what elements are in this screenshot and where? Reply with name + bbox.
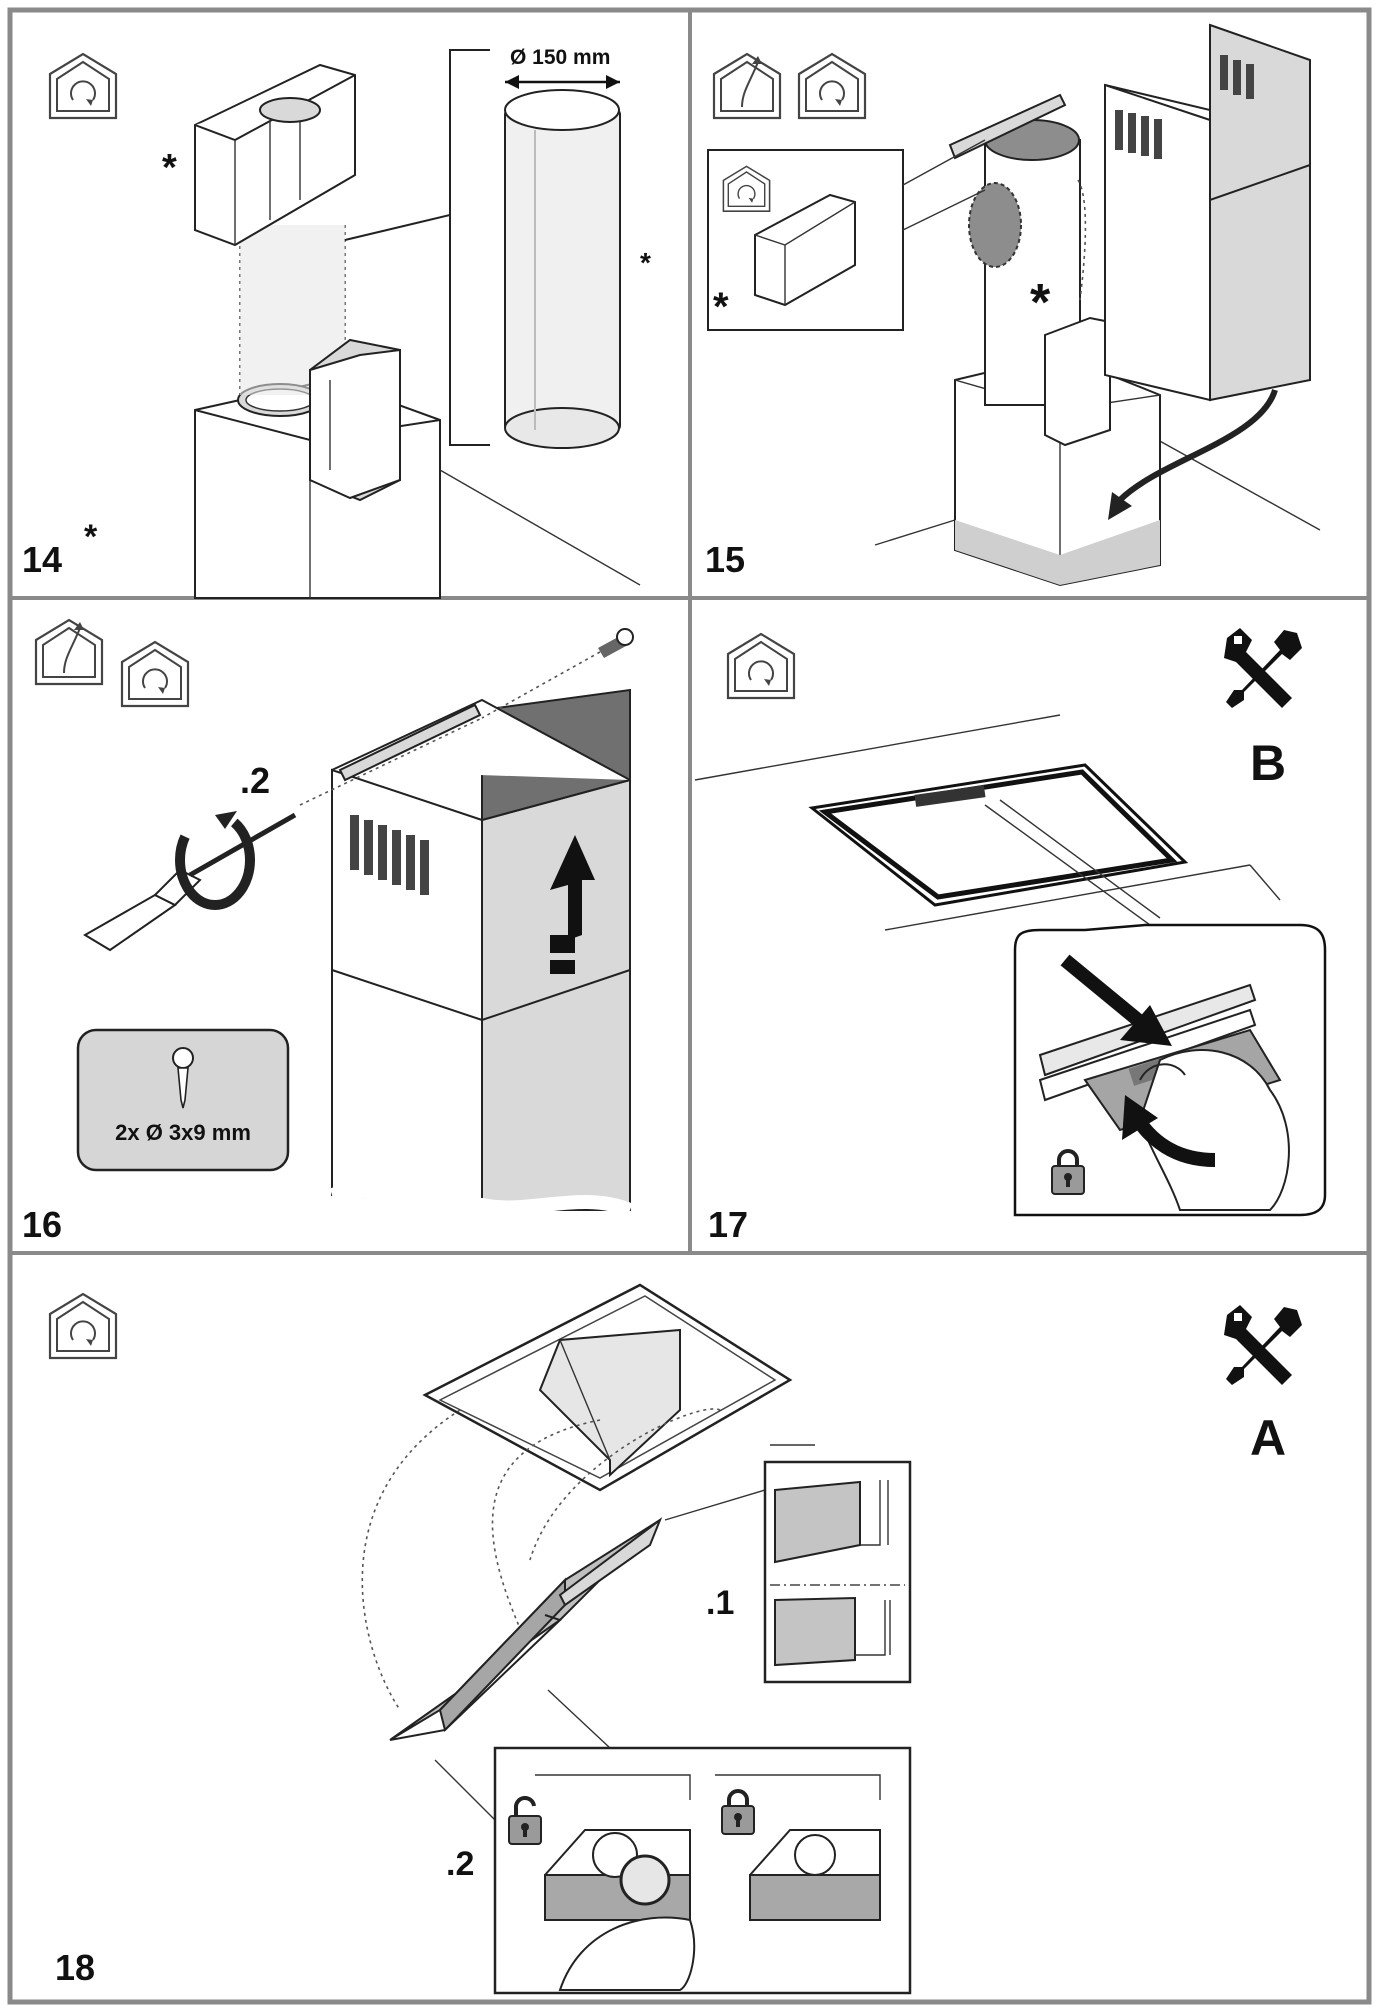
screw-spec-label: 2x Ø 3x9 mm [115,1120,251,1145]
variant-label: A [1250,1410,1286,1466]
step-number: 15 [705,539,745,580]
recirculation-mode-icon [797,52,867,120]
duct-diameter-label: Ø 150 mm [510,46,610,69]
variant-label: B [1250,735,1286,791]
step-16-panel: .2 2x Ø 3x9 mm 16 [22,618,634,1245]
duct-marker: * [1030,274,1051,332]
extraction-mode-icon [712,52,782,120]
part-marker: * [162,147,177,189]
recirculation-mode-icon [48,1292,118,1360]
substep-label: .2 [446,1845,474,1883]
step-number: 18 [55,1947,95,1988]
recirculation-mode-icon [726,632,796,700]
tools-icon [1224,628,1302,708]
tools-icon [1224,1305,1302,1385]
step-number: 14 [22,539,62,580]
step-18-panel: A .1 [48,1283,1302,1995]
substep-label: .2 [240,760,270,801]
recirculation-mode-icon [48,52,118,120]
substep-label: .1 [706,1584,734,1622]
step-number: 17 [708,1204,748,1245]
duct-marker: * [640,247,651,278]
step-marker: * [84,518,98,556]
step-15-panel: * * 15 [705,23,1321,587]
screw-icon [172,1047,194,1069]
step-14-panel: * Ø 150 mm * 14 * [22,46,651,599]
sheet-frame [7,7,1372,2005]
inset-marker: * [713,285,729,329]
step-number: 16 [22,1204,62,1245]
step-17-panel: B 17 [694,628,1327,1245]
recirculation-mode-icon [120,640,190,708]
extraction-mode-icon [34,618,104,686]
